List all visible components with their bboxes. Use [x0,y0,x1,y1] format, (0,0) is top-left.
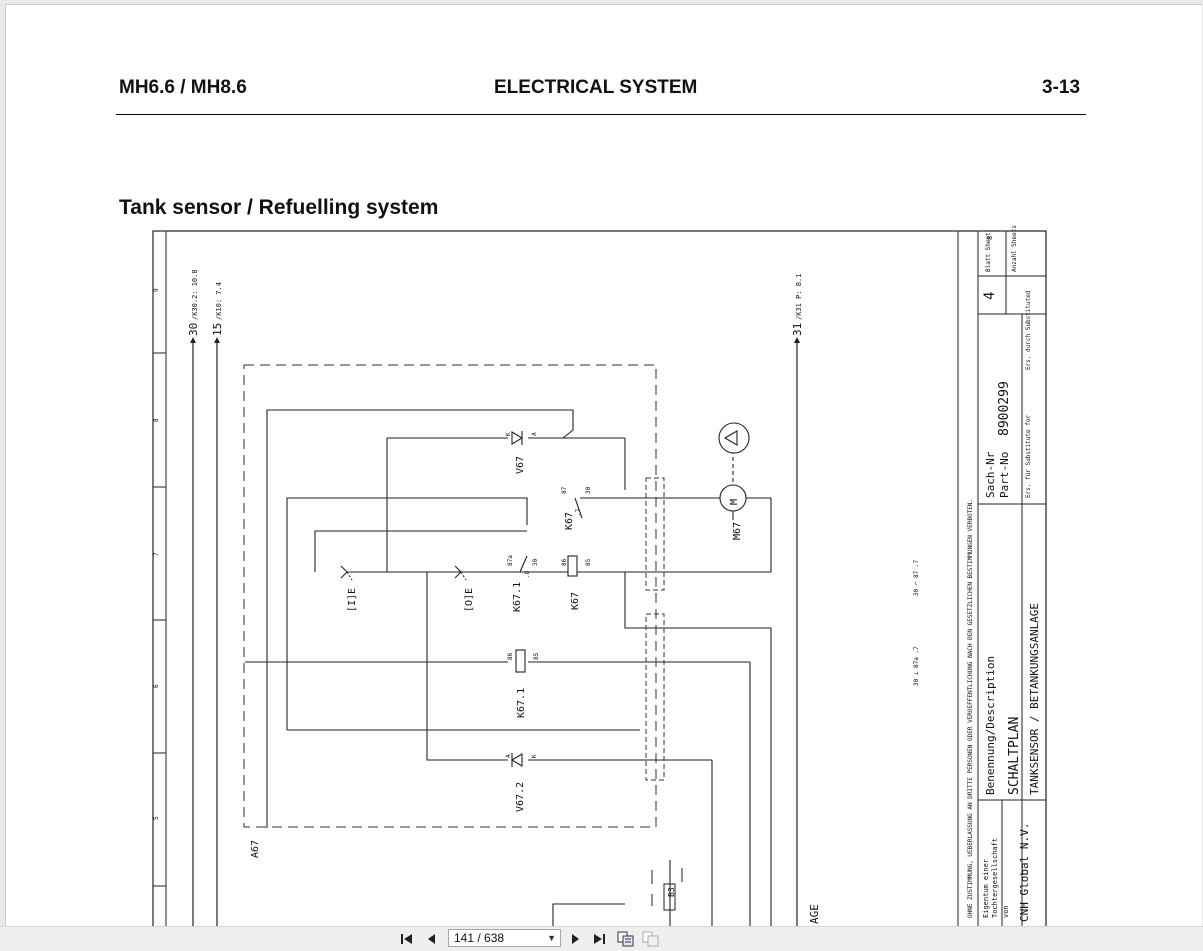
net-31-ref: /K31 P: 8.1 [795,274,803,320]
substitute-for-label: Ers. für Substitute for [1025,415,1032,498]
v67-diode-symbol [511,431,524,445]
a67-module-outline [243,364,657,828]
contact-note-87: 30 ⌐ 87 .7 [913,559,920,596]
copy-disabled-icon[interactable] [642,930,660,948]
k67-1-coil-symbol [515,649,526,673]
company-name: CNH Global N.V. [1018,823,1031,922]
net-31-label: 31 [791,323,804,336]
k67-1-coil-85: 85 [533,652,540,660]
k67-contact-symbol [574,497,583,519]
next-page-icon[interactable] [566,930,584,948]
sheet-label: Blatt Sheet [985,232,992,272]
chevron-down-icon[interactable]: ▼ [547,933,556,943]
k67-1-contact-87a: 87a [507,555,514,566]
v67-2-label: V67.2 [515,782,526,812]
title-block-legal: OHNE ZUSTIMMUNG, UEBERLASSUNG AN DRITTE … [967,499,974,918]
connector-block-lower [645,613,665,781]
row-number: 5 [153,816,160,820]
owner-line-3: von [1002,905,1010,918]
section-title: Tank sensor / Refuelling system [119,196,439,219]
row-dividers [153,352,166,887]
k67-coil-label: K67 [570,592,581,610]
part-number: 8900299 [997,381,1012,436]
row-number: 7 [153,552,160,556]
b3-sensor-symbol [663,883,676,911]
sheet-number: 4 [982,292,998,300]
net-30-ref: /K30.2: 10.8 [191,269,199,320]
document-page: MH6.6 / MH8.6 ELECTRICAL SYSTEM 3-13 Tan… [5,4,1202,927]
header-rule [116,114,1086,115]
k67-1-coil-label: K67.1 [516,688,527,718]
part-no-label: Part-No [998,452,1011,498]
pdf-toolbar: 141 / 638 ▼ [0,926,1203,951]
row-number: 9 [153,288,160,292]
net-15-ref: /K10: 7.4 [215,282,223,320]
page-number-selector[interactable]: 141 / 638 ▼ [448,929,561,947]
v67-pin-k: K [505,432,512,436]
v67-label: V67 [515,456,526,474]
row-number: 8 [153,418,160,422]
rail-arrows [190,337,800,343]
schematic-frame [152,230,1047,926]
owner-line-2: Tochtergesellschaft [991,838,999,918]
header-page-number: 3-13 [1042,77,1081,98]
k67-contact-87: 87 [561,486,568,494]
prev-page-icon[interactable] [423,930,441,948]
last-page-icon[interactable] [590,930,608,948]
pump-arrow-icon [723,430,738,446]
row-numbers: 9 8 7 6 5 [153,288,160,820]
a67-label: A67 [250,840,261,858]
b3-label: B3 [667,887,676,897]
v67-2-pin-a: A [505,754,512,758]
description-subtitle: TANKSENSOR / BETANKUNGSANLAGE [1028,603,1041,795]
copy-icon[interactable] [617,930,635,948]
k67-coil-85: 85 [585,558,592,566]
header-chapter: ELECTRICAL SYSTEM [494,77,698,98]
first-page-icon[interactable] [398,930,416,948]
title-block [957,231,1046,926]
k67-1-contact-30: 30 [532,558,539,566]
k67-contact-label: K67 [564,512,575,530]
sheets-label: Anzahl Sheets [1011,225,1018,272]
v67-pin-a: A [531,432,538,436]
row-number: 6 [153,684,160,688]
motor-symbol-letter: M [729,499,740,505]
k67-coil-86: 86 [561,558,568,566]
k67-1-contact-ref: .8 [524,570,531,578]
v67-2-pin-k: K [531,754,538,758]
k67-1-coil-86: 86 [507,652,514,660]
wiring [245,409,772,926]
wiring-schematic: 9 8 7 6 5 30 /K30.2: 10.8 15 /K10: 7.4 3… [152,225,1047,926]
sheet-count: 8 [986,236,994,240]
k67-contact-ref: .7 [575,508,582,516]
description-title: SCHALTPLAN [1007,717,1022,795]
net-15-label: 15 [211,323,224,336]
switch-i-label: [I]E [347,588,358,612]
switch-symbols [340,565,467,581]
v67-2-diode-symbol [510,753,523,767]
net-30-label: 30 [187,323,200,336]
motor-symbol [719,484,747,512]
motor-label: M67 [732,522,743,540]
k67-contact-30: 30 [585,486,592,494]
bottom-title-fragment: AGE [808,904,821,924]
substituted-by-label: Ers. durch Substituted [1025,290,1032,370]
header-model: MH6.6 / MH8.6 [119,77,247,98]
k67-coil-symbol [567,555,578,577]
k67-1-contact-label: K67.1 [512,582,523,612]
sach-nr-label: Sach-Nr [984,451,997,498]
description-label: Benennung/Description [984,656,997,795]
owner-line-1: Eigentum einer [982,859,990,918]
page-indicator-text: 141 / 638 [454,931,505,945]
rail-labels: 30 /K30.2: 10.8 15 /K10: 7.4 31 /K31 P: … [187,269,804,336]
connector-block-upper [645,477,665,591]
pump-symbol [718,422,750,454]
k67-1-contact-symbol [519,555,528,573]
switch-o-label: [O]E [464,588,475,612]
supply-rails [192,340,798,926]
contact-note-87a: 30 ⊥ 87a .7 [913,646,920,686]
